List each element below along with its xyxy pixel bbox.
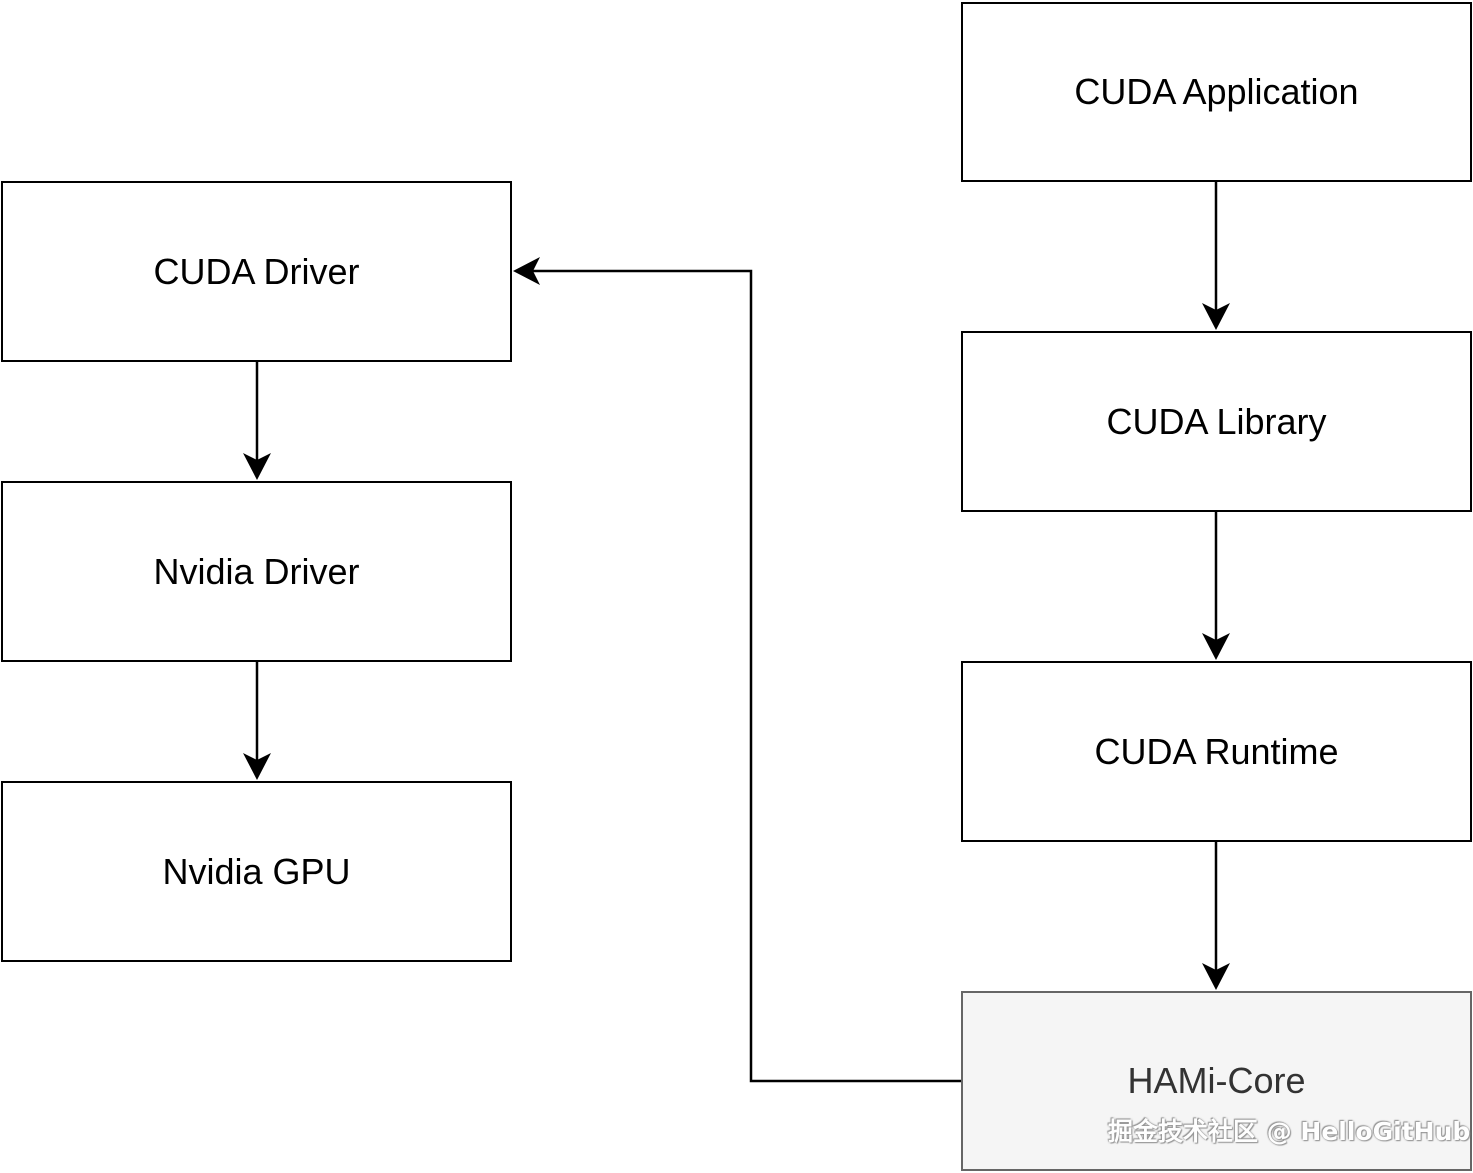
arrowhead-runtime bbox=[1202, 633, 1230, 660]
edge-hami-core-to-cuda-driver bbox=[525, 269, 961, 1083]
node-hami-core: HAMi-Core bbox=[961, 991, 1472, 1171]
node-cuda-runtime: CUDA Runtime bbox=[961, 661, 1472, 842]
arrowhead-nvidia-driver bbox=[243, 453, 271, 480]
node-label: Nvidia GPU bbox=[162, 850, 351, 892]
watermark: 掘金技术社区 @ HelloGitHub bbox=[1108, 1117, 1471, 1146]
node-label: CUDA Runtime bbox=[1094, 730, 1339, 772]
node-label: CUDA Application bbox=[1074, 71, 1359, 112]
node-cuda-application: CUDA Application bbox=[961, 2, 1472, 182]
node-cuda-library: CUDA Library bbox=[961, 331, 1472, 512]
node-label: CUDA Library bbox=[1106, 400, 1327, 442]
arrowhead-cuda-driver bbox=[513, 257, 540, 285]
node-nvidia-driver: Nvidia Driver bbox=[1, 481, 512, 662]
node-label: HAMi-Core bbox=[1127, 1060, 1306, 1101]
node-cuda-driver: CUDA Driver bbox=[1, 181, 512, 362]
node-nvidia-gpu: Nvidia GPU bbox=[1, 781, 512, 962]
node-label: CUDA Driver bbox=[153, 250, 360, 292]
node-label: Nvidia Driver bbox=[153, 550, 360, 592]
arrowhead-hami-core bbox=[1202, 963, 1230, 990]
arrowhead-nvidia-gpu bbox=[243, 753, 271, 780]
arrowhead-library bbox=[1202, 303, 1230, 330]
